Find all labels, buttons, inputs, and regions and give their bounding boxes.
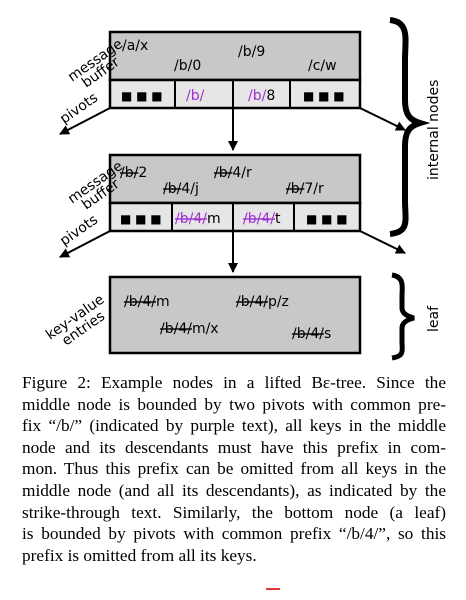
top-pivot-dots-right: ■ ■ ■ <box>303 89 345 103</box>
middle-buffer-key: /b/4/j <box>163 181 199 197</box>
figure-caption: Figure 2: Example nodes in a lifted Bε-t… <box>22 372 446 566</box>
middle-pivot-2: /b/4/t <box>243 211 281 227</box>
middle-pivot-1: /b/4/m <box>175 211 221 227</box>
middle-buffer-key: /b/4/r <box>214 165 252 181</box>
middle-node-buffer <box>108 153 362 205</box>
top-buffer-key: /b/9 <box>238 44 265 60</box>
caption-line: node and its descendants must have this … <box>22 437 446 457</box>
top-internal-node: /a/x /b/0 /b/9 /c/w ■ ■ ■ /b/ /b/8 ■ ■ ■… <box>57 30 362 127</box>
top-node-pivot-row <box>108 78 362 110</box>
top-pivot-1: /b/ <box>186 88 205 104</box>
middle-buffer-key: /b/2 <box>120 165 147 181</box>
middle-buffer-key: /b/7/r <box>286 181 324 197</box>
leaf-entry: /b/4/m/x <box>160 321 219 337</box>
top-pivot-2: /b/8 <box>248 88 275 104</box>
top-node-arrows <box>59 107 406 151</box>
leaf-entry: /b/4/s <box>292 326 331 342</box>
middle-node-arrows <box>59 230 406 273</box>
leaf-node-entries-box <box>108 275 362 355</box>
top-pivot-dots-left: ■ ■ ■ <box>121 89 163 103</box>
caption-line: middle node (and all its descendants), a… <box>22 480 446 500</box>
caption-line: is bounded by pivots with common prefix … <box>22 524 446 544</box>
middle-node-pivot-row <box>108 201 362 233</box>
top-label-pivots: pivots <box>57 90 101 127</box>
top-buffer-key: /b/0 <box>174 58 201 74</box>
top-buffer-key: /a/x <box>122 38 148 54</box>
leaf-label: leaf <box>426 305 442 332</box>
internal-nodes-label: internal nodes <box>426 80 442 180</box>
caption-line: prefix is omitted from all its keys. <box>22 545 257 565</box>
caption-line: fix “/b/” (indicated by purple text), al… <box>22 416 446 436</box>
middle-pivot-dots-left: ■ ■ ■ <box>120 212 162 226</box>
internal-nodes-brace: internal nodes <box>389 17 442 237</box>
top-node-buffer <box>108 30 362 82</box>
caption-line: Figure 2: Example nodes in a lifted Bε-t… <box>22 373 446 392</box>
caption-line: strike-through text. Similarly, the bott… <box>22 502 446 522</box>
caption-line: middle node is bounded by two pivots wit… <box>22 394 446 414</box>
leaf-node: /b/4/m /b/4/p/z /b/4/m/x /b/4/s key-valu… <box>43 275 362 355</box>
caption-line: mon. Thus this prefix can be omitted fro… <box>22 459 446 479</box>
top-buffer-key: /c/w <box>308 58 337 74</box>
leaf-entry: /b/4/m <box>124 294 170 310</box>
leaf-entry: /b/4/p/z <box>236 294 289 310</box>
middle-internal-node: /b/2 /b/4/r /b/4/j /b/7/r ■ ■ ■ /b/4/m /… <box>57 153 362 249</box>
middle-pivot-dots-right: ■ ■ ■ <box>306 212 348 226</box>
middle-label-pivots: pivots <box>57 212 101 249</box>
red-underline-mark <box>266 588 280 590</box>
lifted-b-epsilon-tree-diagram: /a/x /b/0 /b/9 /c/w ■ ■ ■ /b/ /b/8 ■ ■ ■… <box>43 17 442 361</box>
leaf-brace: leaf <box>391 272 442 361</box>
